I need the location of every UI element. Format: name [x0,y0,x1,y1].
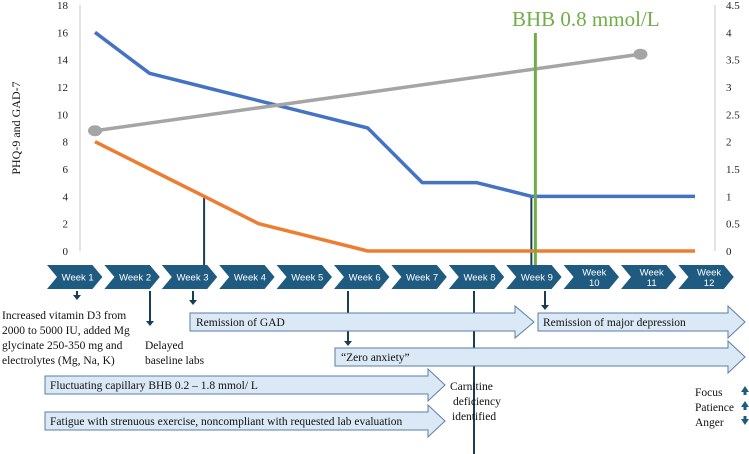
bhb-banner-text: Fluctuating capillary BHB 0.2 – 1.8 mmol… [50,380,258,392]
week-label: Week 1 [62,273,94,284]
left-tick-label: 8 [63,137,69,149]
right-tick-label: 2 [726,137,732,149]
week-chevron [47,265,103,289]
fatigue-banner-text: Fatigue with strenuous exercise, noncomp… [50,416,403,428]
week-label: Week 6 [349,273,381,284]
depression-banner-text: Remission of major depression [543,317,686,329]
gad-banner-arrow [189,304,535,340]
week-chevron [621,265,677,289]
patience-up-icon [741,401,749,410]
week-chevron [448,265,505,289]
annotations: Increased vitamin D3 from 2000 to 5000 I… [2,291,749,454]
series-point [88,125,102,137]
week-label: Week 8 [463,273,495,284]
week-chevron [506,265,562,289]
week-chevron [391,265,447,289]
pointer-head [189,300,197,305]
left-tick-labels: 0 2 4 6 8 10 12 14 16 18 [57,0,69,258]
right-tick-label: 3 [726,82,732,94]
patience-label: Patience [695,402,734,414]
left-tick-label: 18 [57,0,69,12]
anger-down-icon [741,416,749,425]
left-tick-label: 14 [57,55,69,67]
week-chevron [563,265,619,289]
right-tick-label: 1 [726,191,732,203]
week-label: Week 3 [176,273,208,284]
focus-up-icon [741,386,749,395]
gad-banner-text: Remission of GAD [196,317,285,329]
week-chevron [276,265,332,289]
week-chevron [334,265,390,289]
zero-anxiety-banner-arrow [334,339,746,375]
carnitine-note: Carnitine deficiency identified [450,381,504,423]
fatigue-banner-arrow [44,403,446,439]
week-label: Week 5 [291,273,323,284]
pointer-head [146,321,154,326]
week-label: Week 4 [234,273,266,284]
anger-label: Anger [695,417,724,429]
left-tick-label: 16 [57,27,69,39]
right-tick-label: 3.5 [726,55,740,67]
right-tick-label: 2.5 [726,109,740,121]
left-tick-label: 2 [63,219,69,231]
pointer-head [73,295,81,300]
focus-label: Focus [695,387,723,399]
right-tick-label: 1.5 [726,164,740,176]
vitamin-note: Increased vitamin D3 from 2000 to 5000 I… [2,310,133,367]
left-tick-label: 0 [63,246,69,258]
week-label: 11 [647,278,657,289]
bhb-banner-arrow [44,367,446,403]
left-tick-label: 12 [57,82,68,94]
pointer-head [541,305,549,310]
series-point [633,48,648,60]
series-line [94,52,641,133]
plot-area: 0 2 4 6 8 10 12 14 16 18 0 0.5 1 1.5 2 2.5 3 3.5 4 4.5 PHQ… [9,0,740,265]
zero-anxiety-banner-text: “Zero anxiety” [341,352,410,364]
week-chevron [219,265,275,289]
right-tick-labels: 0 0.5 1 1.5 2 2.5 3 3.5 4 4.5 [726,0,740,258]
right-tick-label: 4.5 [726,0,740,12]
week-label: Week 7 [406,273,438,284]
series-line [94,140,695,253]
week-label: 10 [589,278,600,289]
week-chevron [161,265,218,289]
left-tick-label: 4 [63,191,69,203]
right-tick-label: 0 [726,246,732,258]
baseline-labs-note: Delayed baseline labs [145,340,205,367]
week-label: Week [582,268,606,279]
week-chevron [678,265,734,289]
bhb-marker-label: BHB 0.8 mmol/L [512,7,660,31]
right-tick-label: 4 [726,27,732,39]
left-tick-label: 10 [57,109,69,121]
week-label: Week 2 [119,273,151,284]
week-label: Week 9 [521,273,553,284]
week-chevron [104,265,160,289]
pointer-head [344,341,352,346]
week-label: Week [697,268,721,279]
week-label: 12 [704,278,715,289]
series-layer [88,30,695,253]
connector-lines [203,196,533,265]
left-tick-label: 6 [63,164,69,176]
left-axis-label: PHQ-9 and GAD-7 [9,81,23,174]
week-timeline: Week 1 Week 2 Week 3 Week 4 Week 5 Week 6 Week… [47,265,734,289]
right-tick-label: 0.5 [726,219,740,231]
depression-banner-arrow [537,304,746,340]
series-line [93,30,695,199]
week-label: Week [640,268,664,279]
